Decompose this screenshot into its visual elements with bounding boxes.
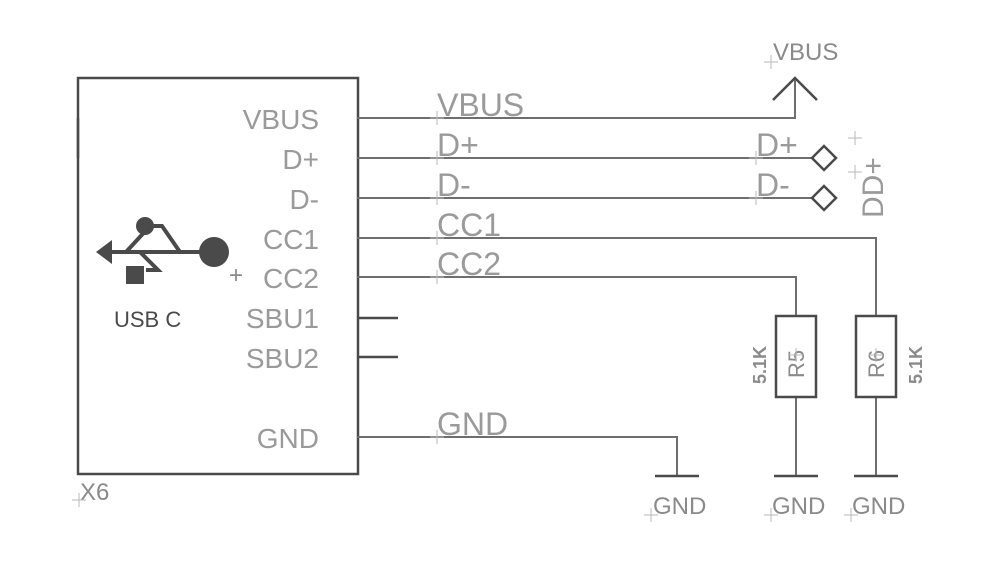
- net-label-dplus: D+: [437, 127, 479, 163]
- pin-label-cc2: CC2: [263, 263, 319, 294]
- ground-symbol-2[interactable]: GND: [764, 474, 825, 522]
- port-label-dplus: D+: [756, 127, 798, 163]
- pin-label-dminus: D-: [289, 184, 319, 215]
- resistor-r5[interactable]: R5 5.1K: [750, 314, 818, 399]
- pin-label-sbu2: SBU2: [246, 343, 319, 374]
- resistor-r5-value: 5.1K: [750, 346, 770, 384]
- pin-label-sbu1: SBU1: [246, 303, 319, 334]
- port-crosses: [749, 131, 862, 205]
- wire-cc1[interactable]: [357, 237, 877, 317]
- usb-icon: [96, 217, 229, 284]
- connector-name: X6: [80, 479, 109, 506]
- pin-label-dplus: D+: [282, 144, 319, 175]
- origin-plus-mark: +: [229, 262, 243, 289]
- port-label-dminus: D-: [756, 167, 790, 203]
- net-label-dminus: D-: [437, 167, 471, 203]
- resistor-r6[interactable]: R6 5.1K: [854, 314, 926, 399]
- net-label-vbus: VBUS: [437, 87, 524, 123]
- port-dminus[interactable]: D-: [756, 167, 838, 212]
- pin-label-gnd: GND: [257, 423, 319, 454]
- net-label-crosses: [430, 111, 444, 444]
- ground-label-1: GND: [653, 493, 706, 520]
- wire-gnd[interactable]: [357, 436, 678, 475]
- resistor-r5-body: [774, 314, 818, 399]
- wire-vbus[interactable]: [357, 77, 796, 119]
- port-dplus[interactable]: D+: [756, 127, 838, 172]
- wire-cc2[interactable]: [357, 276, 797, 317]
- pin-label-cc1: CC1: [263, 224, 319, 255]
- ground-symbol-3[interactable]: GND: [844, 474, 905, 522]
- port-label-vertical: DD+: [857, 157, 890, 218]
- supply-label: VBUS: [773, 39, 838, 66]
- vbus-supply-symbol[interactable]: VBUS: [764, 39, 838, 101]
- pin-label-vbus: VBUS: [243, 104, 319, 135]
- usb-c-connector[interactable]: USB C VBUS D+ D- CC1 + CC2 SBU1 SBU2 GND: [76, 76, 398, 476]
- supply-arrow: [772, 76, 818, 101]
- ground-symbol-1[interactable]: GND: [644, 474, 706, 522]
- origin-cross: [72, 493, 86, 507]
- net-label-cc2: CC2: [437, 246, 501, 282]
- resistor-r6-value: 5.1K: [906, 346, 926, 384]
- net-label-gnd: GND: [437, 406, 508, 442]
- connector-value: USB C: [114, 307, 181, 332]
- ground-label-3: GND: [852, 493, 905, 520]
- net-label-cc1: CC1: [437, 207, 501, 243]
- ground-label-2: GND: [772, 493, 825, 520]
